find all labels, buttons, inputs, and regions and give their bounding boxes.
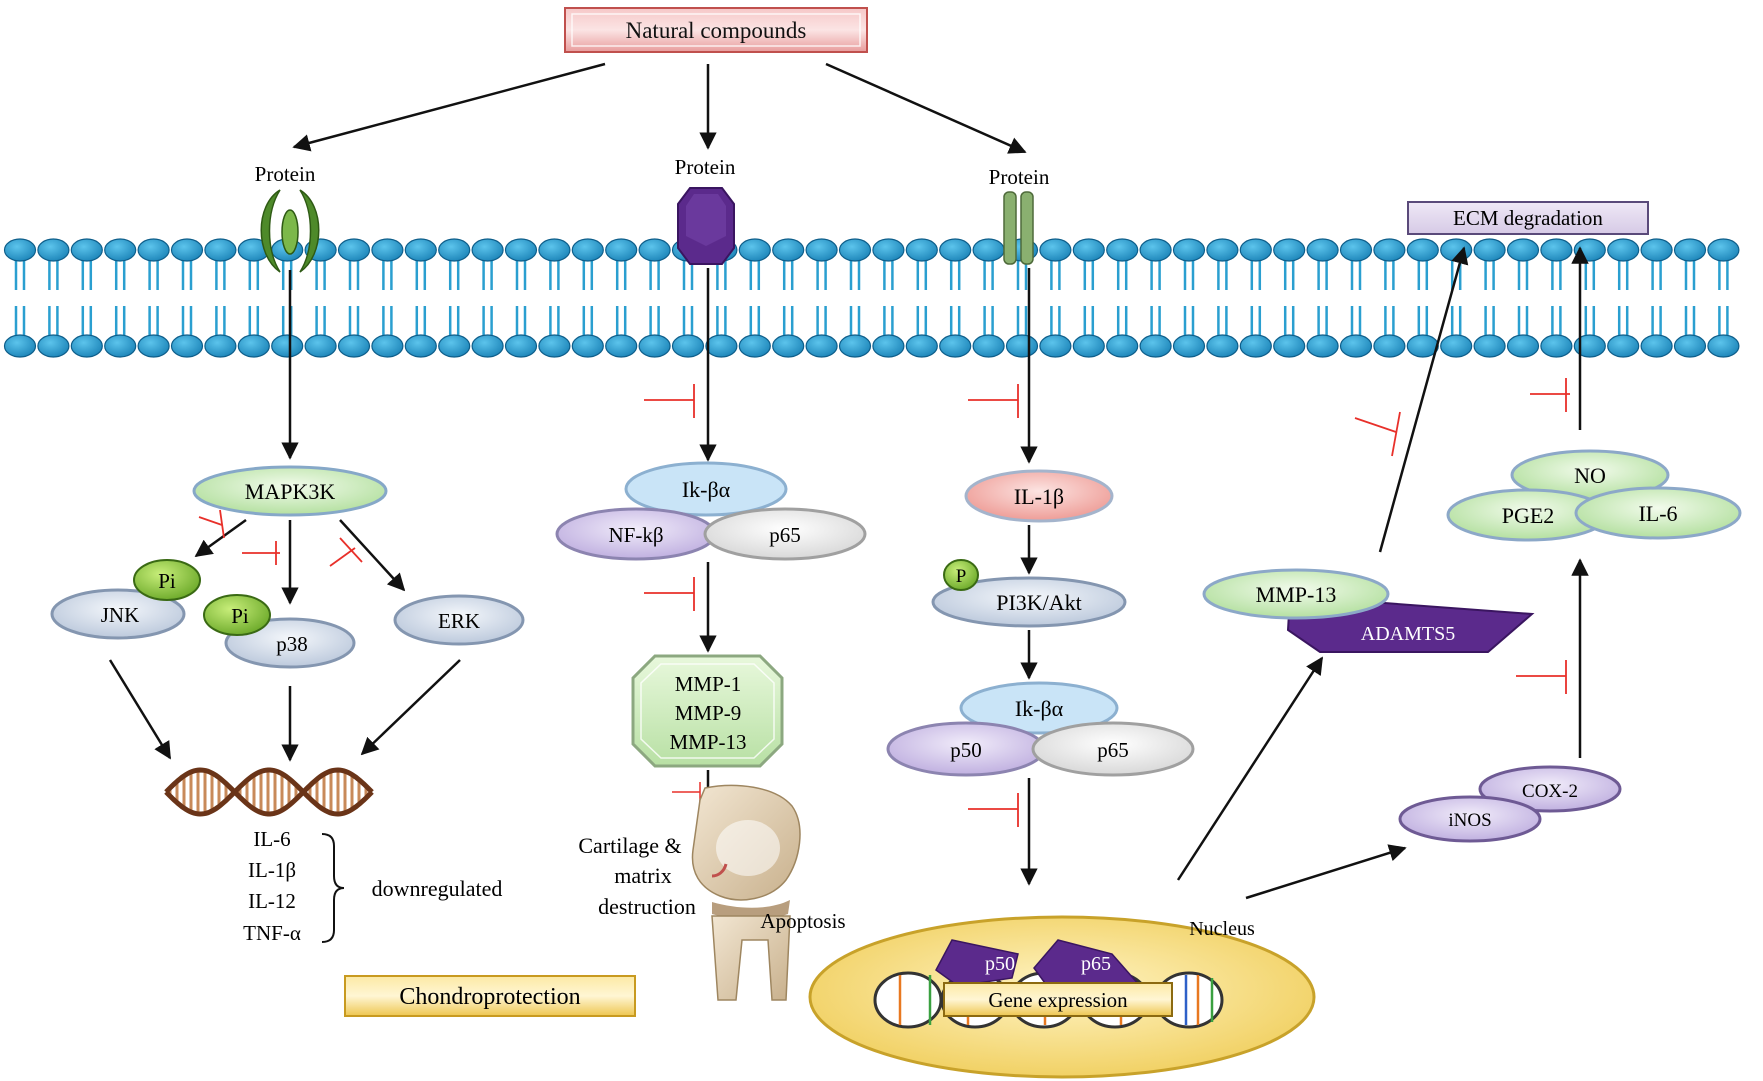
il1b-label: IL-1β (1014, 484, 1064, 509)
p50-label-right: p50 (950, 738, 982, 762)
erk-node: ERK (393, 594, 525, 646)
mmp-inhibit (672, 782, 701, 802)
protein-label-left: Protein (255, 162, 316, 186)
p65-node-right: p65 (1031, 721, 1195, 777)
ecm-degradation-label: ECM degradation (1453, 206, 1603, 230)
mmp-item: MMP-13 (669, 730, 746, 754)
cox2-label: COX-2 (1522, 781, 1578, 802)
jnk-node: JNK (50, 588, 186, 640)
pi3k-node: PI3K/Akt (931, 576, 1127, 628)
kinase-to-dna-arrows (108, 659, 461, 762)
chondroprotection-label: Chondroprotection (399, 984, 580, 1010)
protein-label-right: Protein (989, 165, 1050, 189)
mapk3k-node: MAPK3K (192, 465, 388, 517)
pi-label-jnk: Pi (158, 569, 176, 593)
cytokine-item: TNF-α (243, 921, 301, 945)
p-badge: P (943, 559, 979, 591)
jnk-label: JNK (101, 603, 140, 627)
nfkb-node: NF-kβ (555, 507, 717, 561)
nucleus: Nucleus p50 p65 Gene e (808, 915, 1316, 1079)
knee-joint-icon (691, 784, 801, 1001)
nfkb-inhibit-top (644, 384, 695, 418)
adamts5-label: ADAMTS5 (1361, 623, 1455, 645)
cartilage-label-line: Cartilage & (578, 833, 681, 858)
nucleus-label: Nucleus (1189, 918, 1255, 940)
receptor-right-icon (1003, 191, 1034, 265)
mapk3k-label: MAPK3K (245, 479, 336, 504)
compound-arrows (292, 62, 1027, 154)
cartilage-label-line: destruction (598, 894, 696, 919)
cytokine-item: IL-6 (253, 827, 290, 851)
arrow-mmp13-to-ecm (1378, 246, 1469, 553)
cytokine-list: IL-6 IL-1β IL-12 TNF-α (243, 827, 301, 945)
inos-label: iNOS (1448, 810, 1491, 831)
p-badge-label: P (956, 566, 967, 587)
cell-membrane (3, 238, 1740, 358)
inos-node: iNOS (1398, 795, 1542, 843)
cartilage-label: Cartilage & matrix destruction (578, 833, 696, 919)
cartilage-label-line: matrix (614, 863, 671, 888)
nucleus-output-arrows (1176, 656, 1407, 900)
protein-label-middle: Protein (675, 155, 736, 179)
il1b-node: IL-1β (964, 469, 1114, 523)
mapk-inhibit-marks (198, 509, 363, 567)
mmp13-label: MMP-13 (1256, 582, 1337, 607)
ikba-node-middle: Ik-βα (624, 461, 788, 517)
apoptosis-label: Apoptosis (760, 909, 845, 933)
mmp-item: MMP-1 (675, 672, 742, 696)
cytokine-brace (321, 833, 345, 943)
cytokine-item: IL-12 (248, 889, 296, 913)
mapk-branch-arrows (194, 518, 406, 605)
pi-label-p38: Pi (231, 604, 249, 628)
no-node: NO (1510, 449, 1670, 501)
pge2-label: PGE2 (1502, 503, 1555, 528)
ecm-degradation-box: ECM degradation (1407, 201, 1649, 235)
chondroprotection-box: Chondroprotection (344, 975, 636, 1017)
dna-helix-icon (164, 767, 374, 817)
p38-label: p38 (276, 632, 308, 656)
ikba-label-middle: Ik-βα (682, 477, 731, 502)
pi3k-inhibit-bottom (968, 793, 1019, 827)
ikba-label-right: Ik-βα (1015, 696, 1064, 721)
pi-badge-jnk: Pi (133, 559, 201, 601)
nfkb-label: NF-kβ (608, 523, 663, 547)
erk-label: ERK (438, 609, 480, 633)
pge2-node: PGE2 (1446, 488, 1610, 542)
p65-label-middle: p65 (769, 523, 801, 547)
gene-expression-label: Gene expression (988, 988, 1128, 1012)
cytokine-item: IL-1β (248, 858, 296, 882)
downregulated-label: downregulated (372, 876, 503, 901)
mmp13-inhibit (1354, 411, 1401, 457)
natural-compounds-box: Natural compounds (564, 7, 868, 53)
p50-node-right: p50 (886, 721, 1046, 777)
ikba-node-right: Ik-βα (959, 681, 1119, 735)
receptor-middle-icon (677, 187, 735, 265)
p65-node-middle: p65 (703, 507, 867, 561)
mmp-item: MMP-9 (675, 701, 742, 725)
cox2-inhibit (1516, 660, 1567, 694)
pi3k-inhibit-top (968, 384, 1019, 418)
p65-label-right: p65 (1097, 738, 1129, 762)
il6-label: IL-6 (1638, 501, 1677, 526)
receptor-left-icon (260, 189, 320, 273)
pi3k-label: PI3K/Akt (996, 590, 1082, 615)
cox2-node: COX-2 (1478, 765, 1622, 813)
nfkb-inhibit-mid (644, 577, 695, 611)
gene-expression-box: Gene expression (943, 982, 1173, 1017)
natural-compounds-label: Natural compounds (626, 18, 807, 43)
il6-node: IL-6 (1574, 486, 1742, 540)
p50-label-nucleus: p50 (985, 953, 1015, 975)
p65-label-nucleus: p65 (1081, 953, 1111, 975)
mmp13-node: MMP-13 (1202, 568, 1390, 620)
no-label: NO (1574, 463, 1606, 488)
mediators-inhibit (1530, 378, 1570, 412)
pi-badge-p38: Pi (203, 594, 271, 636)
mmp-octagon: MMP-1 MMP-9 MMP-13 (631, 654, 784, 768)
